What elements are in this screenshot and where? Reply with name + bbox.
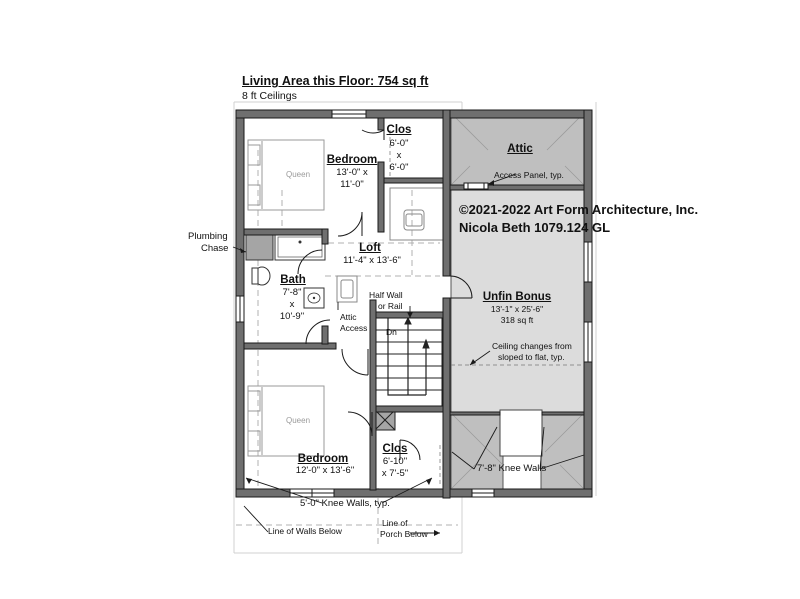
bath-dim2: x [289,299,295,310]
bedroom-bottom-dim: 12'-0" x 13'-6" [295,465,355,476]
attic-access-note-1: Attic [340,312,357,322]
stair-down-label: Dn [386,327,397,337]
copyright-line: ©2021-2022 Art Form Architecture, Inc. [459,202,699,217]
plan-name-line: Nicola Beth 1079.124 GL [459,220,611,235]
bedroom-top-name: Bedroom [326,154,378,166]
chase-box [374,409,396,431]
porch-below-note-1: Line of [382,518,408,528]
loft-name: Loft [359,242,381,254]
closet-bottom-dim1: 6'-10" [382,456,408,467]
bath-name: Bath [280,274,306,286]
bedroom-bottom-name: Bedroom [297,453,349,465]
attic-bottom-left [450,412,504,490]
windows [235,109,593,498]
attic-areas [450,112,585,490]
knee-walls-7-note: 7'-8" Knee Walls [477,463,547,474]
stairs [373,316,443,411]
loft-furniture [336,187,445,303]
closet-top-name: Clos [386,124,412,136]
doors [297,129,473,461]
bed-bottom [247,385,325,457]
porch-below-note-2: Porch Below [380,529,428,539]
bed-top [247,139,325,211]
bath-dim1: 7'-8" [282,287,302,298]
plumbing-chase [245,232,274,261]
bed-bottom-label: Queen [286,416,311,425]
bedroom-top-dim1: 13'-0" x [336,167,368,178]
loft-dim: 11'-4" x 13'-6" [343,255,401,266]
knee-walls-5-note: 5'-0" Knee Walls, typ. [300,498,390,509]
closet-top-dim1: 6'-0" [389,138,409,149]
half-wall-note-1: Half Wall [369,290,403,300]
plumbing-chase-note-1: Plumbing [188,231,228,242]
shower [274,233,326,261]
unfin-bonus-name: Unfin Bonus [482,291,552,303]
ceiling-change-note-1: Ceiling changes from [492,341,572,351]
access-panel [463,182,489,190]
unfin-bonus-area: 318 sq ft [500,315,534,325]
walls-below-note: Line of Walls Below [268,526,342,536]
attic-name: Attic [507,143,533,155]
leaders [232,173,585,534]
arrow-heads [240,180,494,536]
ceiling-change-note-2: sloped to flat, typ. [498,352,565,362]
bonus-dormer [499,409,543,457]
attic-bottom-right [540,412,585,490]
bed-top-label: Queen [286,170,311,179]
half-wall-note-2: or Rail [378,301,403,311]
plumbing-chase-note-2: Chase [201,243,229,254]
access-panel-note: Access Panel, typ. [494,170,564,180]
unfin-bonus-dim: 13'-1" x 25'-6" [490,304,544,314]
attic-access-note-2: Access [340,323,368,333]
bedroom-top-dim2: 11'-0" [340,179,364,190]
unfin-bonus-area [450,189,585,413]
bath-dim3: 10'-9" [279,311,305,322]
living-area-title: Living Area this Floor: 754 sq ft [242,74,429,88]
closet-bottom-dim2: x 7'-5" [381,468,409,479]
closet-top-dim2: x [396,150,402,161]
closet-top-dim3: 6'-0" [389,162,409,173]
closet-bottom-name: Clos [382,443,408,455]
ceilings-note: 8 ft Ceilings [242,90,297,102]
